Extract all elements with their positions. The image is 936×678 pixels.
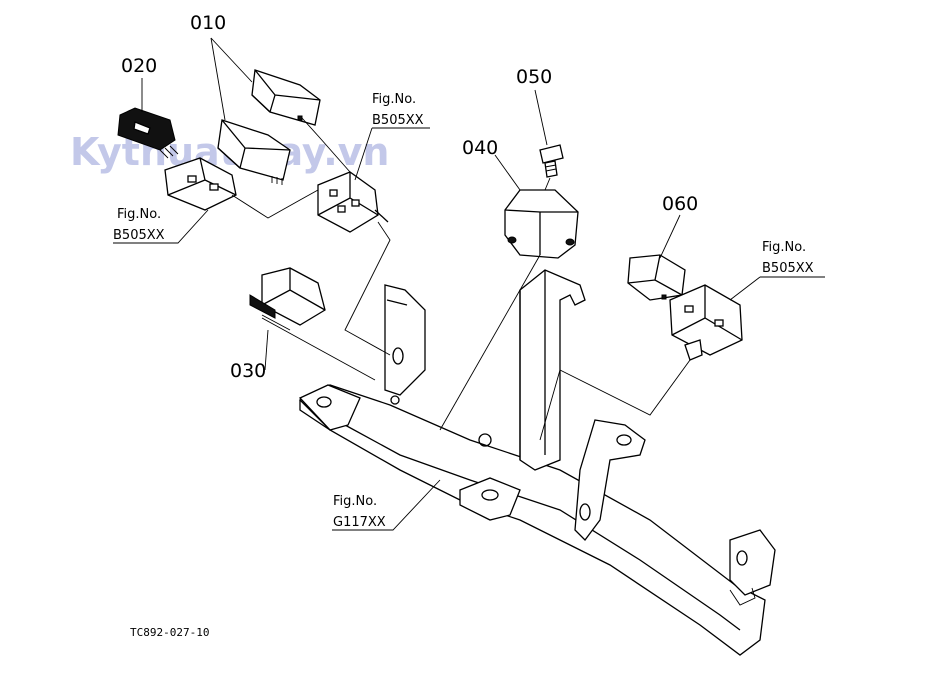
- callout-010: 010: [190, 12, 226, 34]
- socket-right-b505: [669, 284, 743, 361]
- callout-050: 050: [516, 66, 552, 88]
- drawing-code: TC892-027-10: [130, 626, 209, 639]
- fig-ref-leaders: [113, 127, 825, 531]
- leader-lines: [141, 37, 691, 441]
- callout-030: 030: [230, 360, 266, 382]
- bolt-050: [539, 144, 564, 178]
- fig-ref-bottom-label: Fig.No.: [333, 494, 377, 509]
- relay-020: [117, 107, 179, 159]
- bracket-frame: [298, 269, 776, 656]
- fig-ref-bottom-code: G117XX: [333, 515, 386, 530]
- relay-060: [627, 254, 686, 301]
- relay-010-upper: [251, 69, 321, 126]
- fig-ref-right-label: Fig.No.: [762, 240, 806, 255]
- fig-ref-top-label: Fig.No.: [372, 92, 416, 107]
- fig-ref-left-code: B505XX: [113, 228, 165, 243]
- socket-mid-b505: [317, 171, 389, 233]
- relay-010-lower: [217, 119, 291, 185]
- callout-020: 020: [121, 55, 157, 77]
- callout-060: 060: [662, 193, 698, 215]
- flasher-030: [249, 267, 326, 331]
- fig-ref-left-label: Fig.No.: [117, 207, 161, 222]
- fig-ref-right-code: B505XX: [762, 261, 814, 276]
- callout-040: 040: [462, 137, 498, 159]
- unit-040: [504, 189, 579, 259]
- socket-left-b505: [164, 157, 237, 211]
- fig-ref-top-code: B505XX: [372, 113, 424, 128]
